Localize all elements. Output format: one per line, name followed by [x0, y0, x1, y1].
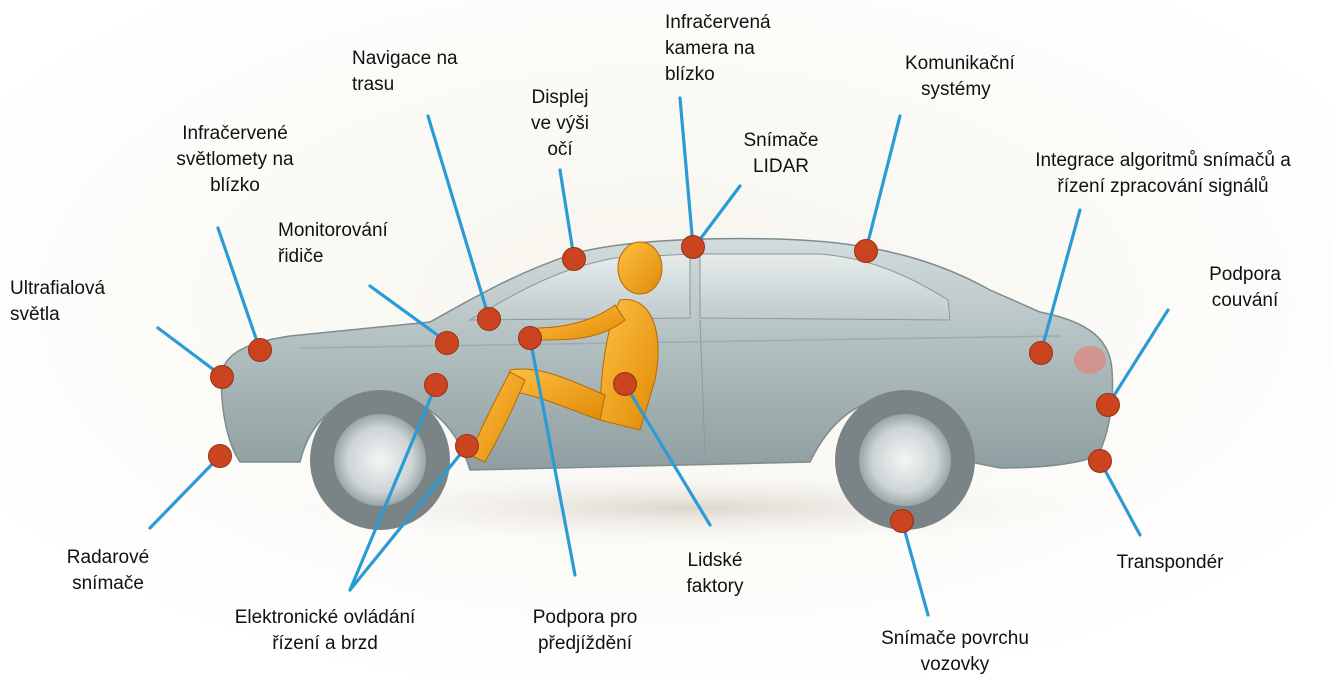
front-wheel-rim — [334, 414, 426, 506]
sensor-dot-reverse-assist — [1096, 393, 1120, 417]
label-line: Snímače — [743, 130, 819, 151]
label-line: řízení zpracování signálů — [1057, 176, 1269, 197]
leader-transponder — [1098, 459, 1142, 537]
dummy-head — [617, 241, 663, 295]
sensor-dot-route-navigation — [477, 307, 501, 331]
label-line: Ultrafialová — [10, 278, 106, 299]
leader-road-surface — [900, 519, 930, 617]
car-beltline — [299, 335, 1061, 349]
sensor-dot-road-surface — [890, 509, 914, 533]
crash-test-dummy — [469, 241, 663, 463]
label-radar-sensors: Radarové snímače — [48, 545, 168, 597]
sensor-dot-communication — [854, 239, 878, 263]
label-line: couvání — [1211, 290, 1279, 311]
leader-ultraviolet — [156, 326, 224, 378]
leader-driver-monitoring — [368, 284, 449, 344]
label-reverse-assist: Podpora couvání — [1190, 262, 1300, 314]
label-infrared-camera: Infračervená kamera na blízko — [665, 10, 805, 88]
label-line: řízení a brzd — [272, 633, 378, 654]
label-line: Infračervená — [665, 12, 771, 33]
car-window-rear — [699, 253, 951, 321]
label-driver-monitoring: Monitorování řidiče — [278, 218, 418, 270]
leader-reverse-assist — [1106, 308, 1170, 407]
sensor-dot-transponder — [1088, 449, 1112, 473]
label-line: předjíždění — [537, 633, 632, 654]
label-road-surface-sensors: Snímače povrchu vozovky — [855, 626, 1055, 678]
sensor-dot-infrared-camera — [681, 235, 705, 259]
label-electronic-steering-brakes: Elektronické ovládání řízení a brzd — [200, 605, 450, 657]
label-line: Monitorování — [278, 220, 388, 241]
label-line: trasu — [352, 74, 395, 95]
leader-lidar — [693, 184, 742, 248]
leader-overtaking — [528, 336, 577, 577]
sensor-dot-head-up-display — [562, 247, 586, 271]
label-line: Snímače povrchu — [881, 628, 1029, 649]
label-sensor-integration: Integrace algoritmů snímačů a řízení zpr… — [1003, 148, 1323, 200]
label-line: Elektronické ovládání — [234, 607, 416, 628]
label-line: vozovky — [920, 654, 990, 675]
label-lidar-sensors: Snímače LIDAR — [726, 128, 836, 180]
label-route-navigation: Navigace na trasu — [352, 46, 492, 98]
sensor-dot-infrared-headlights — [248, 338, 272, 362]
label-line: Navigace na — [352, 48, 458, 69]
dummy-leg — [469, 371, 526, 463]
label-human-factors: Lidské faktory — [665, 548, 765, 600]
label-line: řidiče — [278, 246, 324, 267]
car — [220, 237, 1114, 530]
label-line: systémy — [921, 79, 991, 100]
label-line: LIDAR — [753, 156, 809, 177]
sensor-dot-driver-monitoring — [435, 331, 459, 355]
label-transponder: Transpondér — [1095, 550, 1245, 576]
label-infrared-headlights: Infračervené světlomety na blízko — [140, 121, 330, 199]
label-line: Lidské — [687, 550, 743, 571]
label-line: blízko — [665, 64, 715, 85]
label-line: Transpondér — [1116, 552, 1224, 573]
leader-sensor-integration — [1039, 208, 1082, 354]
sensor-dot-overtaking — [518, 326, 542, 350]
sensor-dots — [208, 235, 1120, 533]
sensor-dot-sensor-integration — [1029, 341, 1053, 365]
leader-human-factors — [623, 382, 712, 527]
leader-route-navigation — [426, 114, 491, 320]
label-ultraviolet-lights: Ultrafialová světla — [10, 276, 160, 328]
label-line: kamera na — [665, 38, 755, 59]
label-line: Radarové — [66, 547, 150, 568]
label-line: Podpora pro — [532, 607, 638, 628]
leader-infrared-headlights — [216, 226, 262, 352]
leader-head-up-display — [558, 168, 576, 260]
leader-electronic-steering-1 — [348, 383, 438, 592]
label-head-up-display: Displej ve výši očí — [515, 85, 605, 163]
leader-electronic-steering-2 — [348, 444, 469, 592]
sensor-dot-electronic-brake — [455, 434, 479, 458]
label-line: Podpora — [1209, 264, 1281, 285]
sensor-dot-human-factors — [613, 372, 637, 396]
rear-wheel-rim — [859, 414, 951, 506]
leader-communication — [864, 114, 902, 252]
car-door-line — [699, 319, 706, 456]
dummy-arm — [537, 304, 626, 341]
label-line: snímače — [72, 573, 144, 594]
label-line: Infračervené — [182, 123, 288, 144]
label-line: světlomety na — [176, 149, 294, 170]
label-line: Integrace algoritmů snímačů a — [1035, 150, 1291, 171]
label-line: očí — [547, 139, 573, 160]
dummy-torso — [599, 299, 659, 431]
sensor-dot-electronic-steering — [424, 373, 448, 397]
label-line: ve výši — [530, 113, 590, 134]
leader-radar — [148, 454, 222, 530]
label-line: Komunikační — [905, 53, 1015, 74]
tail-light — [1074, 346, 1106, 374]
label-line: Displej — [531, 87, 589, 108]
leader-infrared-camera — [678, 96, 695, 248]
label-overtaking-assist: Podpora pro předjíždění — [510, 605, 660, 657]
label-communication-systems: Komunikační systémy — [905, 51, 1065, 103]
sensor-dot-ultraviolet — [210, 365, 234, 389]
sensor-dot-radar — [208, 444, 232, 468]
label-line: blízko — [210, 175, 260, 196]
label-line: faktory — [686, 576, 744, 597]
label-line: světla — [10, 304, 60, 325]
leader-lines — [148, 96, 1170, 617]
